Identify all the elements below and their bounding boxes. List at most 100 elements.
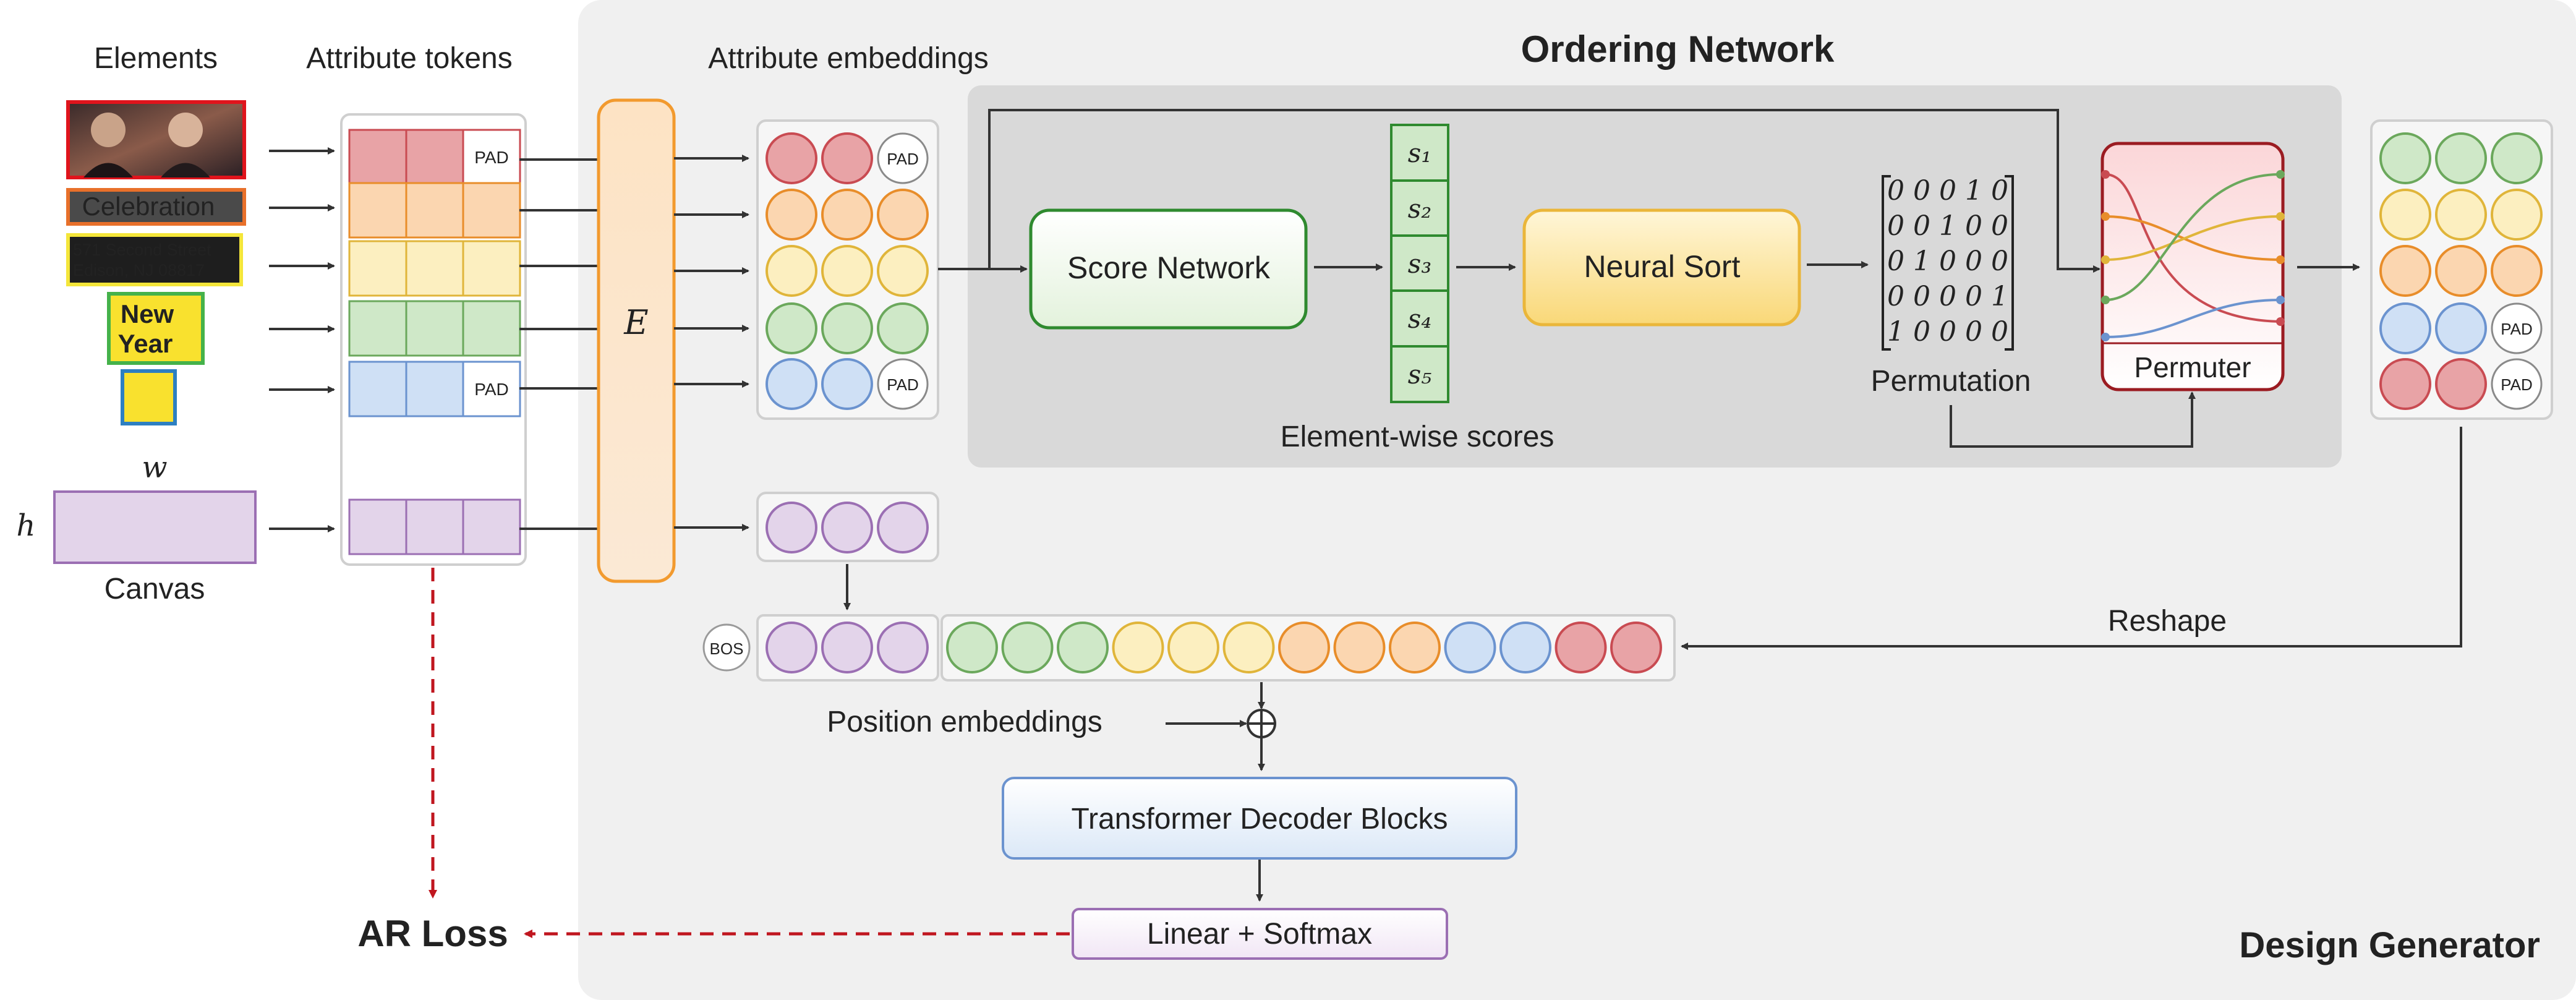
embedding-orange [2435,245,2487,297]
permuter-label: Permuter [2134,351,2251,383]
attribute-embeddings-label: Attribute embeddings [708,42,989,75]
sequence-canvas-token [877,622,929,673]
attribute-tokens-label: Attribute tokens [306,42,513,75]
embedding-orange [766,189,817,241]
embedding-green [821,302,873,354]
element-new-year: New Year [107,292,205,365]
encoder-label: E [623,303,648,342]
attribute-token-orange [462,182,521,239]
element-celebration: Celebration [66,188,246,226]
transformer-decoder-box [1002,777,1517,860]
attribute-token-yellow [348,240,407,297]
pad-circle [2491,302,2543,354]
embedding-green [2491,132,2543,184]
canvas-label: Canvas [104,573,205,605]
score-network-box [1029,208,1308,330]
reshape-label: Reshape [2108,605,2227,638]
ordering-network-title: Ordering Network [1521,28,1835,70]
attribute-token-purple [348,498,407,555]
svg-text:Edison, NJ 08817: Edison, NJ 08817 [73,261,205,280]
sequence-token-green [1001,622,1054,673]
sequence-token-orange [1389,622,1441,673]
sequence-token-orange [1278,622,1330,673]
sequence-token-yellow [1167,622,1219,673]
sequence-token-blue [1444,622,1496,673]
pad-label: PAD [2501,320,2533,338]
element-wise-scores-label: Element-wise scores [1281,421,1555,453]
pad-circle [877,358,929,410]
attribute-token-green [405,300,464,357]
pad-label: PAD [2501,375,2533,394]
linear-softmax-label: Linear + Softmax [1147,918,1372,951]
canvas-rect [53,490,257,564]
attribute-token-orange [348,182,407,239]
pad-token [462,129,521,186]
transformer-label: Transformer Decoder Blocks [1071,803,1448,835]
sequence-token-yellow [1222,622,1275,673]
pad-label: PAD [887,150,919,168]
attribute-token-blue [405,361,464,417]
embedding-blue [766,358,817,410]
embedding-green [2379,132,2431,184]
embedding-blue [821,358,873,410]
ar-loss-label: AR Loss [357,913,508,954]
embedding-green [766,302,817,354]
embedding-blue [2379,302,2431,354]
score-s3: s₃ [1408,249,1431,279]
pad-label: PAD [474,380,509,399]
embedding-purple [877,502,929,553]
embedding-yellow [877,245,929,297]
position-embeddings-label: Position embeddings [827,706,1102,738]
element-address: 571 Second Street Edison, NJ 08817 [66,233,243,286]
pad-token [462,361,521,417]
token-to-encoder-lines [519,158,599,530]
svg-text:Year: Year [118,329,173,358]
svg-text:New: New [121,299,174,328]
embedding-purple [766,502,817,553]
score-network-label: Score Network [1067,250,1271,285]
attribute-token-red [348,129,407,186]
embedding-yellow [2379,189,2431,241]
sequence-token-red [1555,622,1607,673]
attribute-token-purple [462,498,521,555]
design-generator-label: Design Generator [2239,925,2540,965]
permutation-to-permuter-arrow [1950,391,2196,448]
pad-circle [2491,358,2543,410]
embedding-red [766,132,817,184]
embedding-red [2435,358,2487,410]
embedding-red [2379,358,2431,410]
embedding-green [2435,132,2487,184]
encoder-block [597,98,676,583]
embedding-red [821,132,873,184]
pad-label: PAD [887,375,919,394]
sequence-canvas-token [766,622,817,673]
permutation-row-1: 0 0 0 1 0 [1887,175,2008,207]
element-to-token-arrows [269,147,335,532]
sequence-token-green [946,622,998,673]
bos-token [702,623,751,672]
sequence-grid [766,622,1662,673]
canvas-height-label: h [17,508,36,543]
attribute-token-red [405,129,464,186]
sequence-token-yellow [1112,622,1164,673]
bos-label: BOS [710,639,744,658]
embedding-yellow [2435,189,2487,241]
attribute-token-orange [405,182,464,239]
element-photo [66,100,246,179]
permutation-matrix: 0 0 0 1 0 0 0 1 0 0 0 1 0 0 0 0 0 0 0 1 … [1882,175,2014,351]
attribute-token-blue [348,361,407,417]
permutation-label: Permutation [1871,365,2031,398]
elements-label: Elements [94,42,218,75]
permutation-row-2: 0 0 1 0 0 [1887,210,2008,242]
embedding-grid: PAD PAD [766,132,929,553]
embedding-blue [2435,302,2487,354]
score-s2: s₂ [1408,194,1431,224]
attribute-token-green [348,300,407,357]
permutation-row-3: 0 1 0 0 0 [1887,246,2008,277]
sequence-token-orange [1333,622,1386,673]
ordered-embedding-grid: PAD PAD [2379,132,2543,410]
permutation-row-5: 1 0 0 0 0 [1887,316,2008,348]
pad-circle [877,132,929,184]
embedding-yellow [821,245,873,297]
